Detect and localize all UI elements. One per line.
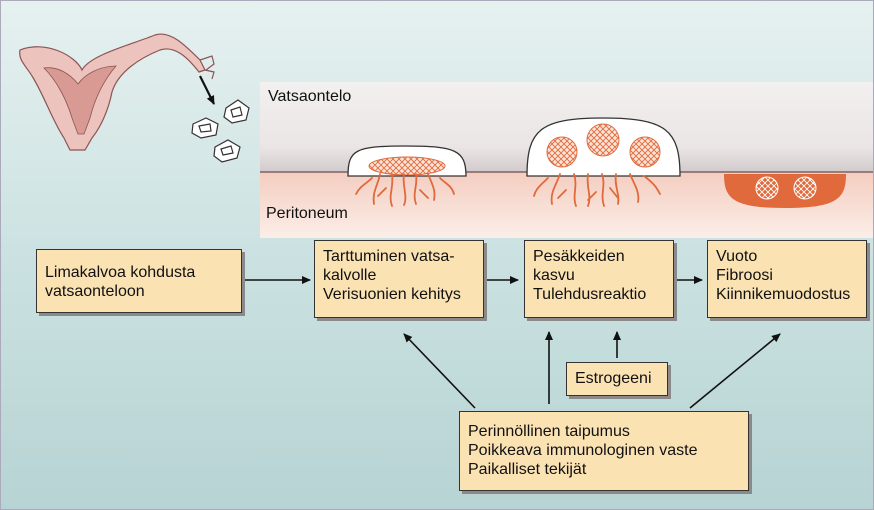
peritoneum-label: Peritoneum bbox=[266, 205, 348, 223]
outcome-box: Vuoto Fibroosi Kiinnikemuodostus bbox=[707, 240, 867, 318]
outcome-line-2: Fibroosi bbox=[716, 266, 858, 285]
abdominal-cavity-label: Vatsaontelo bbox=[268, 88, 351, 106]
endometrium-box: Limakalvoa kohdusta vatsaonteloon bbox=[36, 249, 242, 313]
factors-line-3: Paikalliset tekijät bbox=[468, 460, 740, 479]
arrow-factors-to-outcome bbox=[690, 334, 780, 408]
factors-line-2: Poikkeava immunologinen vaste bbox=[468, 441, 740, 460]
lesion-fibrotic bbox=[724, 174, 846, 208]
adhesion-line-3: Verisuonien kehitys bbox=[323, 285, 475, 304]
uterus-illustration bbox=[20, 34, 214, 150]
growth-line-3: Tulehdusreaktio bbox=[533, 285, 665, 304]
estrogen-line-1: Estrogeeni bbox=[575, 369, 659, 388]
growth-box: Pesäkkeiden kasvu Tulehdusreaktio bbox=[524, 240, 674, 318]
factors-line-1: Perinnöllinen taipumus bbox=[468, 422, 740, 441]
outcome-line-3: Kiinnikemuodostus bbox=[716, 285, 858, 304]
estrogen-box: Estrogeeni bbox=[566, 362, 668, 396]
outcome-line-1: Vuoto bbox=[716, 247, 858, 266]
arrow-factors-to-adhesion bbox=[404, 334, 475, 408]
endometrium-line-2: vatsaonteloon bbox=[45, 282, 233, 301]
adhesion-line-2: kalvolle bbox=[323, 266, 475, 285]
growth-line-1: Pesäkkeiden bbox=[533, 247, 665, 266]
adhesion-box: Tarttuminen vatsa- kalvolle Verisuonien … bbox=[314, 240, 484, 318]
growth-line-2: kasvu bbox=[533, 266, 665, 285]
adhesion-line-1: Tarttuminen vatsa- bbox=[323, 247, 475, 266]
tissue-fragments bbox=[192, 100, 249, 162]
endometrium-line-1: Limakalvoa kohdusta bbox=[45, 263, 233, 282]
factors-box: Perinnöllinen taipumus Poikkeava immunol… bbox=[459, 411, 749, 491]
